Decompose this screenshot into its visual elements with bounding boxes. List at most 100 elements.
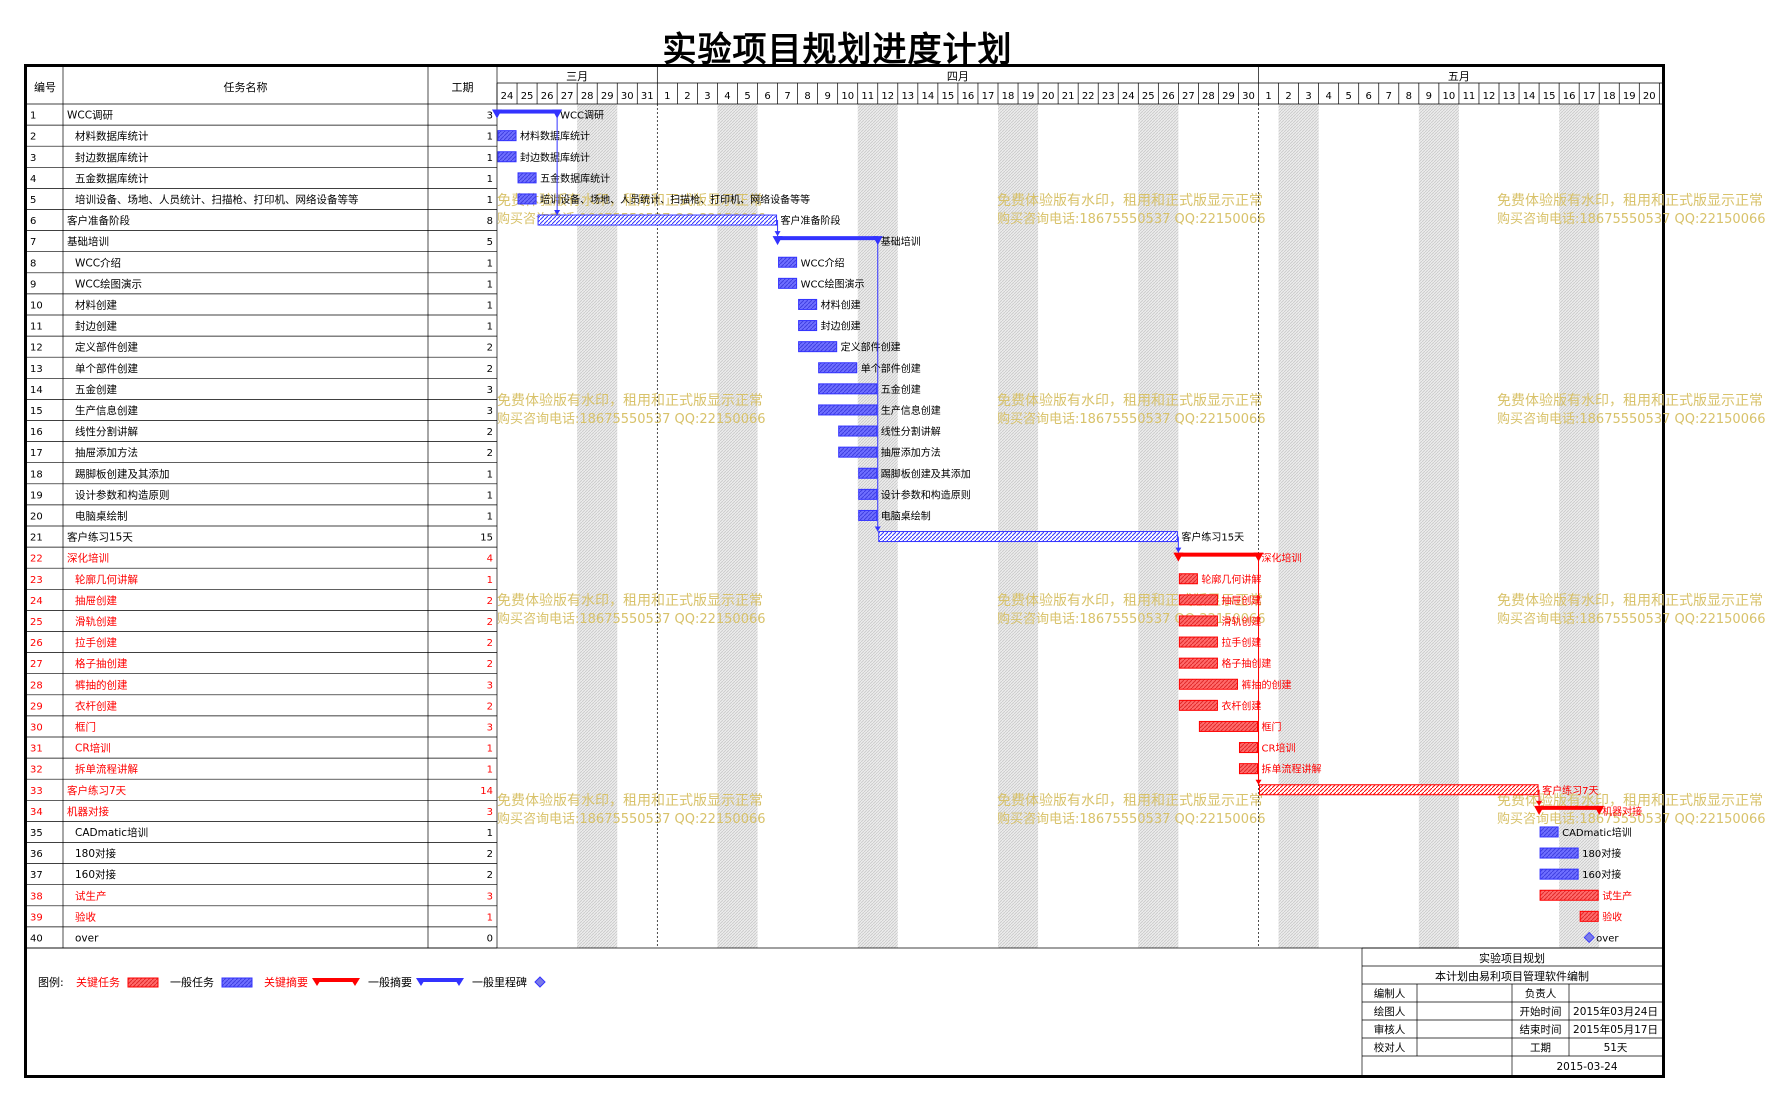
task-id: 36	[30, 849, 43, 860]
task-id: 25	[30, 617, 43, 628]
task-duration: 15	[480, 533, 493, 544]
task-duration: 1	[487, 132, 493, 143]
task-id: 12	[30, 343, 43, 354]
day-label: 5	[1346, 91, 1352, 102]
task-duration: 0	[487, 933, 493, 944]
task-duration: 2	[487, 596, 493, 607]
bar-label: 踢脚板创建及其添加	[881, 467, 971, 480]
day-label: 24	[501, 91, 514, 102]
bar-label: 160对接	[1582, 868, 1621, 881]
month-label: 三月	[566, 70, 588, 83]
weekend-column	[1158, 104, 1179, 948]
task-duration: 1	[487, 195, 493, 206]
task-id: 39	[30, 912, 43, 923]
task-bar	[798, 320, 818, 332]
weekend-column	[1559, 104, 1580, 948]
task-name: 踢脚板创建及其添加	[75, 467, 170, 480]
task-bar	[537, 214, 778, 226]
watermark-line2: 购买咨询电话:18675550537 QQ:22150066	[497, 811, 766, 827]
task-id: 37	[30, 870, 43, 881]
header-duration: 工期	[452, 81, 474, 94]
day-label: 2	[1285, 91, 1291, 102]
task-bar	[858, 488, 878, 500]
watermark-line1: 免费体验版有水印，租用和正式版显示正常	[497, 593, 763, 609]
task-name: 验收	[75, 910, 96, 923]
task-bar	[1178, 573, 1198, 585]
day-label: 16	[1563, 91, 1576, 102]
task-bar	[1539, 868, 1579, 880]
summary-bar	[497, 109, 558, 114]
task-name: 拉手创建	[75, 636, 117, 649]
bar-label: 机器对接	[1602, 805, 1642, 818]
day-label: 6	[1366, 91, 1372, 102]
day-label: 21	[1062, 91, 1075, 102]
task-name: 滑轨创建	[75, 615, 117, 628]
task-name: 框门	[75, 720, 96, 733]
day-label: 7	[784, 91, 790, 102]
info-box-lines	[1361, 947, 1662, 1075]
bar-label: 设计参数和构造原则	[881, 488, 971, 501]
watermark-line2: 购买咨询电话:18675550537 QQ:22150066	[997, 411, 1266, 427]
task-id: 3	[30, 153, 36, 164]
day-label: 29	[1222, 91, 1235, 102]
task-bar	[1539, 826, 1559, 838]
day-label: 19	[1623, 91, 1636, 102]
task-duration: 1	[487, 828, 493, 839]
task-duration: 2	[487, 870, 493, 881]
task-name: 拆单流程讲解	[75, 763, 138, 776]
day-label: 8	[804, 91, 810, 102]
summary-cap-right	[552, 109, 563, 119]
gantt-bars: WCC调研材料数据库统计封边数据库统计五金数据库统计培训设备、场地、人员统计、扫…	[492, 109, 1642, 944]
task-id: 34	[30, 807, 43, 818]
month-label: 五月	[1448, 70, 1470, 83]
info-date: 2015-03-24	[1556, 1061, 1617, 1073]
bar-label: 抽屉添加方法	[881, 446, 941, 459]
task-bar	[1539, 889, 1599, 901]
task-bar	[497, 130, 517, 142]
chart-frame	[24, 64, 1665, 1078]
info-cell: 2015年03月24日	[1573, 1005, 1658, 1018]
task-duration: 1	[487, 765, 493, 776]
legend-label: 一般里程碑	[472, 976, 527, 989]
summary-cap-right	[1594, 805, 1605, 815]
task-bar	[798, 298, 818, 310]
weekend-column	[998, 104, 1019, 948]
watermark-line1: 免费体验版有水印，租用和正式版显示正常	[1497, 793, 1763, 809]
legend-swatch-cap	[416, 978, 426, 986]
info-cell: 开始时间	[1520, 1005, 1562, 1018]
info-cell: 校对人	[1374, 1041, 1406, 1054]
info-cell: 审核人	[1374, 1023, 1406, 1036]
day-label: 8	[1406, 91, 1412, 102]
weekend-column	[717, 104, 738, 948]
task-id: 28	[30, 680, 43, 691]
dependency-arrow	[1536, 800, 1543, 806]
day-label: 26	[541, 91, 554, 102]
day-label: 13	[1503, 91, 1516, 102]
task-id: 11	[30, 322, 43, 333]
task-id: 16	[30, 427, 43, 438]
day-label: 25	[1142, 91, 1155, 102]
weekend-column	[1278, 104, 1299, 948]
task-bar	[778, 256, 798, 268]
day-label: 19	[1022, 91, 1035, 102]
bar-label: 试生产	[1602, 889, 1632, 902]
legend-label: 关键任务	[76, 975, 120, 989]
dependency-arrow	[1175, 547, 1182, 553]
header-name: 任务名称	[224, 80, 268, 94]
task-name: 培训设备、场地、人员统计、扫描枪、打印机、网络设备等等	[75, 193, 359, 206]
task-id: 4	[30, 174, 36, 185]
watermark-line1: 免费体验版有水印，租用和正式版显示正常	[997, 193, 1263, 209]
task-name: 抽屉添加方法	[75, 446, 138, 459]
bar-label: 客户准备阶段	[781, 214, 841, 227]
task-duration: 3	[487, 385, 493, 396]
task-id: 17	[30, 448, 43, 459]
task-bar	[798, 341, 838, 353]
task-name: over	[75, 932, 99, 944]
task-name: 生产信息创建	[75, 404, 138, 417]
legend-swatch	[316, 978, 356, 982]
task-duration: 2	[487, 448, 493, 459]
task-bar	[1259, 784, 1539, 796]
summary-cap-right	[872, 236, 883, 246]
